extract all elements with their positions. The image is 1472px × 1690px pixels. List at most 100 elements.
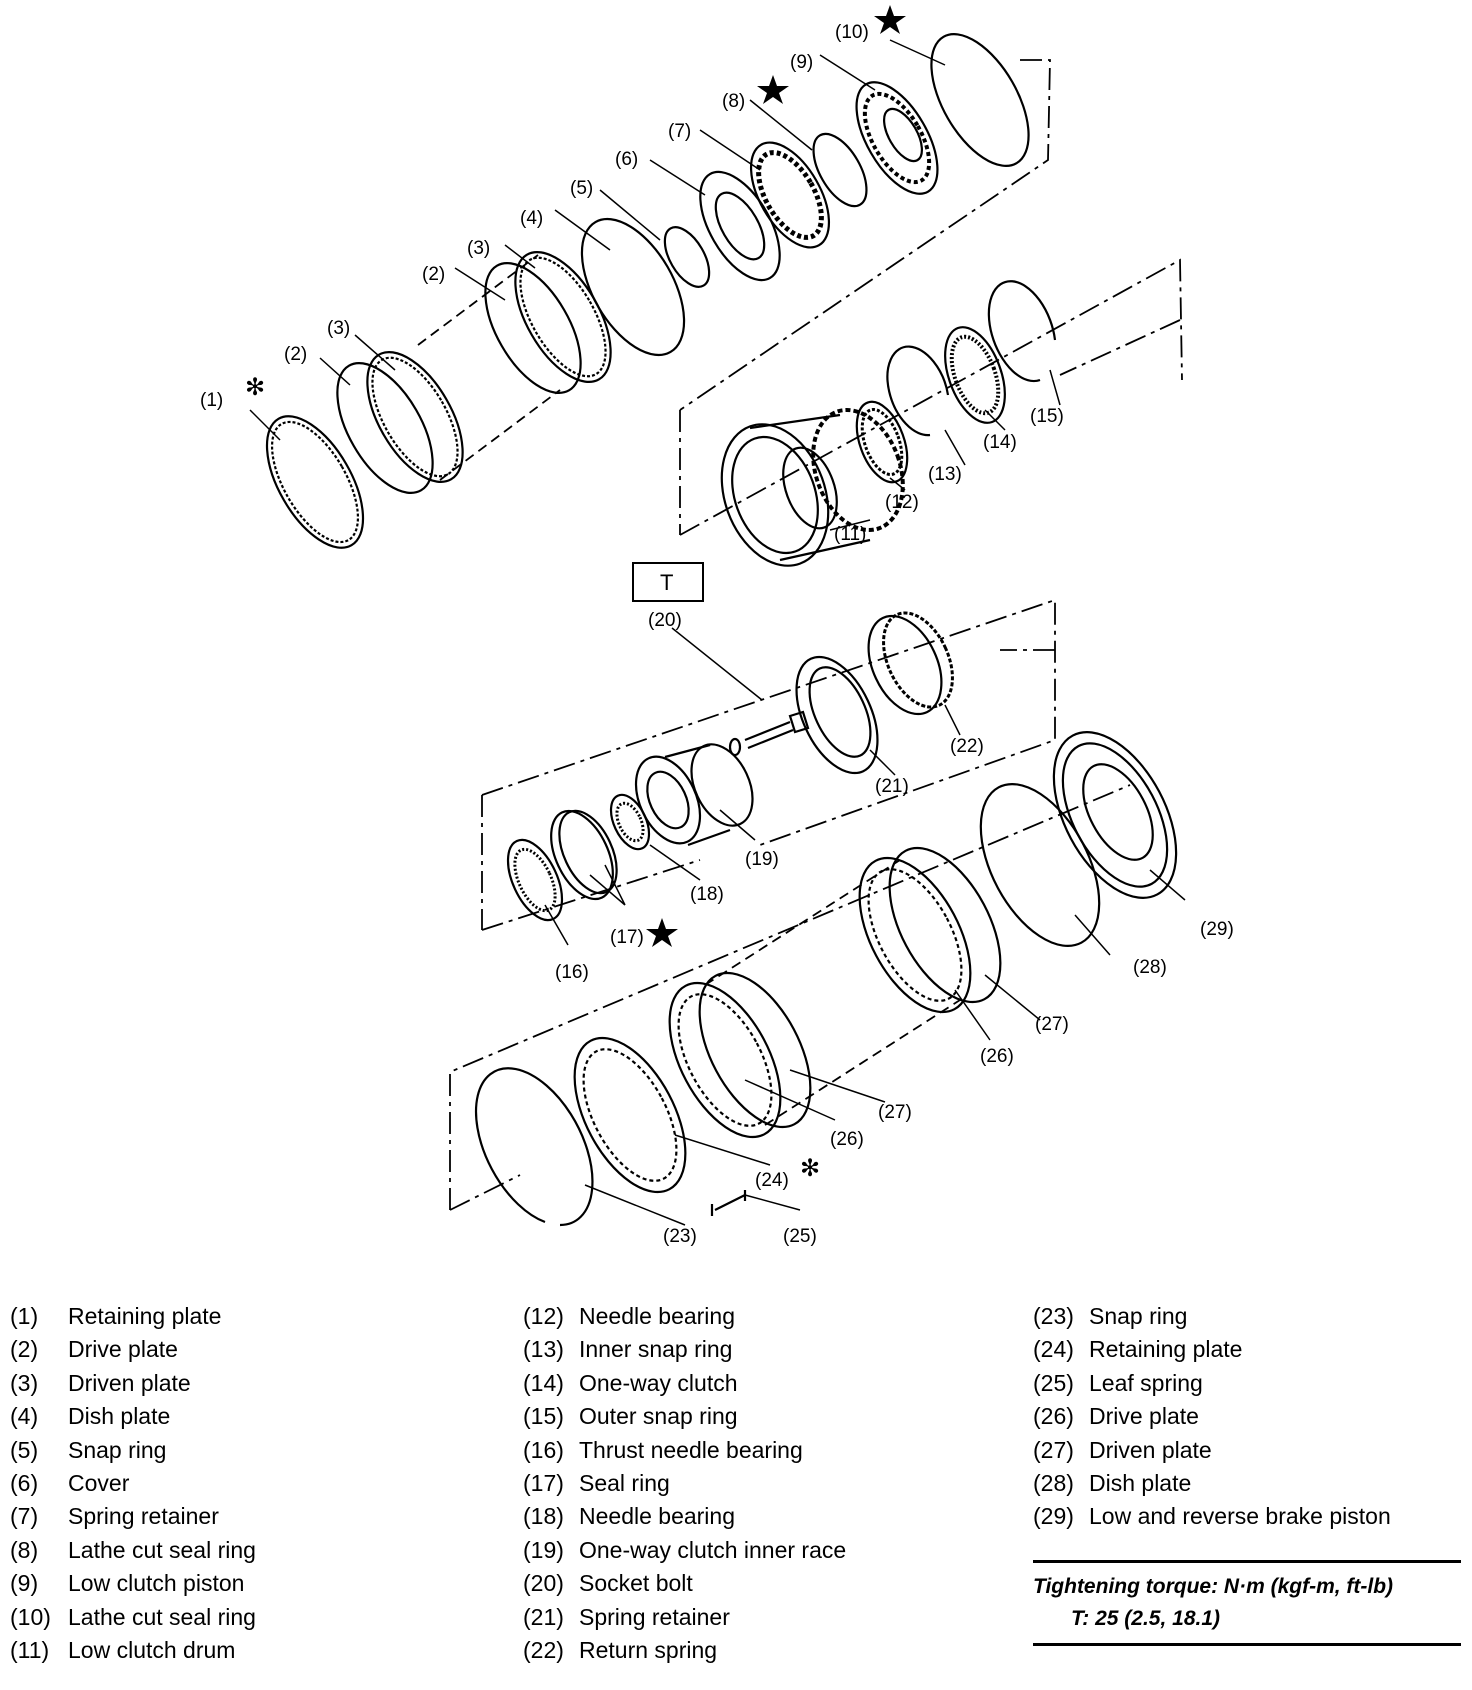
callout-4: (4)	[520, 208, 543, 229]
legend-item-number: (5)	[10, 1436, 39, 1463]
part-6-cover	[699, 170, 781, 282]
part-20-socket-bolt	[744, 710, 810, 750]
legend-item-label: Retaining plate	[68, 1303, 222, 1329]
legend-item-number: (24)	[1033, 1336, 1074, 1363]
part-15-outer-snap-ring	[987, 280, 1057, 383]
asterisk-icon: ✻	[800, 1155, 820, 1182]
legend-item-label: Retaining plate	[1089, 1336, 1243, 1363]
legend-item-label: Leaf spring	[1089, 1369, 1203, 1396]
legend-item: (9)Low clutch piston	[10, 1567, 256, 1600]
part-7-spring-retainer	[749, 141, 831, 249]
legend-item: (6)Cover	[10, 1467, 256, 1500]
legend-item: (22)Return spring	[523, 1634, 846, 1667]
legend-item-number: (15)	[523, 1403, 564, 1430]
legend-item-label: Socket bolt	[579, 1570, 693, 1597]
legend-item-number: (17)	[523, 1470, 564, 1497]
legend-item-label: Spring retainer	[68, 1503, 219, 1530]
legend-item: (26)Drive plate	[1033, 1400, 1391, 1433]
callout-2: (2)	[284, 344, 307, 365]
legend-item-label: One-way clutch inner race	[579, 1536, 847, 1563]
legend-item: (20)Socket bolt	[523, 1567, 846, 1600]
legend-item-label: Inner snap ring	[579, 1336, 733, 1363]
torque-value: T: 25 (2.5, 18.1)	[1071, 1607, 1221, 1630]
callout-27: (27)	[878, 1102, 912, 1123]
legend-item-label: One-way clutch	[579, 1369, 738, 1396]
legend-item-label: Dish plate	[68, 1403, 171, 1430]
legend-item: (3) Driven plate	[10, 1367, 256, 1400]
legend-item: (7) Spring retainer	[10, 1500, 256, 1533]
legend-item-number: (18)	[523, 1503, 564, 1530]
callout-18: (18)	[690, 884, 724, 905]
part-27-driven-plate-b	[888, 846, 1002, 1004]
part-23-snap-ring	[474, 1067, 594, 1227]
callout-20: (20)	[648, 610, 682, 631]
legend-item-number: (7)	[10, 1503, 39, 1530]
legend-item-label: Drive plate	[68, 1336, 178, 1363]
part-1-retaining-plate	[265, 415, 365, 549]
legend-item-number: (9)	[10, 1570, 39, 1597]
legend-item: (5) Snap ring	[10, 1434, 256, 1467]
legend-item-number: (19)	[523, 1536, 564, 1563]
legend-item: (11)Low clutch drum	[10, 1634, 256, 1667]
part-2-drive-plate-b	[484, 262, 582, 394]
part-17-seal-ring	[550, 809, 614, 901]
legend-item: (25)Leaf spring	[1033, 1367, 1391, 1400]
legend-item: (17) Seal ring	[523, 1467, 846, 1500]
callout-9: (9)	[790, 52, 813, 73]
legend-item: (16)Thrust needle bearing	[523, 1434, 846, 1467]
legend-item: (13)Inner snap ring	[523, 1333, 846, 1366]
callout-25: (25)	[783, 1226, 817, 1247]
torque-heading: Tightening torque: N·m (kgf-m, ft-lb)	[1033, 1575, 1394, 1598]
legend-item-label: Snap ring	[68, 1436, 167, 1463]
part-14-one-way-clutch	[944, 326, 1006, 424]
part-13-inner-snap-ring	[886, 345, 950, 437]
legend-item: (14) One-way clutch	[523, 1367, 846, 1400]
callout-8: (8)	[722, 91, 745, 112]
legend-item-label: Low and reverse brake piston	[1089, 1503, 1391, 1530]
legend-item: (23)Snap ring	[1033, 1300, 1391, 1333]
callout-10: (10)	[835, 22, 869, 43]
legend-item-label: Driven plate	[68, 1369, 191, 1396]
legend-item-label: Outer snap ring	[579, 1403, 738, 1430]
part-29-low-and-reverse-brake-piston	[1052, 731, 1178, 899]
legend-item: (21)Spring retainer	[523, 1601, 846, 1634]
part-10-lathe-cut-seal-ring	[930, 33, 1030, 167]
part-12-needle-bearing	[855, 400, 909, 484]
legend-item-number: (29)	[1033, 1503, 1074, 1530]
callout-29: (29)	[1200, 919, 1234, 940]
legend-item: (10)Lathe cut seal ring	[10, 1601, 256, 1634]
legend-item: (12)Needle bearing	[523, 1300, 846, 1333]
torque-box-label: T	[660, 570, 673, 595]
legend-item-number: (14)	[523, 1369, 564, 1396]
legend-item: (18)Needle bearing	[523, 1500, 846, 1533]
legend-item-label: Cover	[68, 1470, 130, 1497]
legend-item: (29) Low and reverse brake piston	[1033, 1500, 1391, 1533]
divider	[1033, 1643, 1461, 1646]
legend-item-label: Seal ring	[579, 1470, 670, 1497]
part-3-driven-plate	[366, 351, 464, 483]
legend-item-label: Thrust needle bearing	[579, 1436, 803, 1463]
star-icon	[757, 75, 789, 104]
legend-item-number: (4)	[10, 1403, 39, 1430]
divider	[1033, 1560, 1461, 1563]
legend-item-number: (22)	[523, 1637, 564, 1664]
legend-item-number: (21)	[523, 1603, 564, 1630]
legend-item-number: (26)	[1033, 1403, 1074, 1430]
part-26-drive-plate-b	[858, 856, 972, 1014]
callout-6: (6)	[615, 149, 638, 170]
legend-item-number: (2)	[10, 1336, 39, 1363]
callout-23: (23)	[663, 1226, 697, 1247]
callout-16: (16)	[555, 962, 589, 983]
part-24-retaining-plate	[573, 1036, 687, 1194]
part-26-drive-plate	[668, 981, 782, 1139]
legend-item: (15) Outer snap ring	[523, 1400, 846, 1433]
callout-19: (19)	[745, 849, 779, 870]
callout-26b: (26)	[980, 1046, 1014, 1067]
legend-item-label: Snap ring	[1089, 1303, 1188, 1329]
exploded-parts-diagram: ✻ ✻ (1) (2) (3) (2) (3) (4) (5) (6) (7) …	[200, 5, 1234, 1247]
callout-5: (5)	[570, 178, 593, 199]
legend-item-number: (1)	[10, 1303, 39, 1329]
callout-12: (12)	[885, 492, 919, 513]
part-4-dish-plate	[580, 217, 686, 357]
legend-item-number: (3)	[10, 1369, 39, 1396]
